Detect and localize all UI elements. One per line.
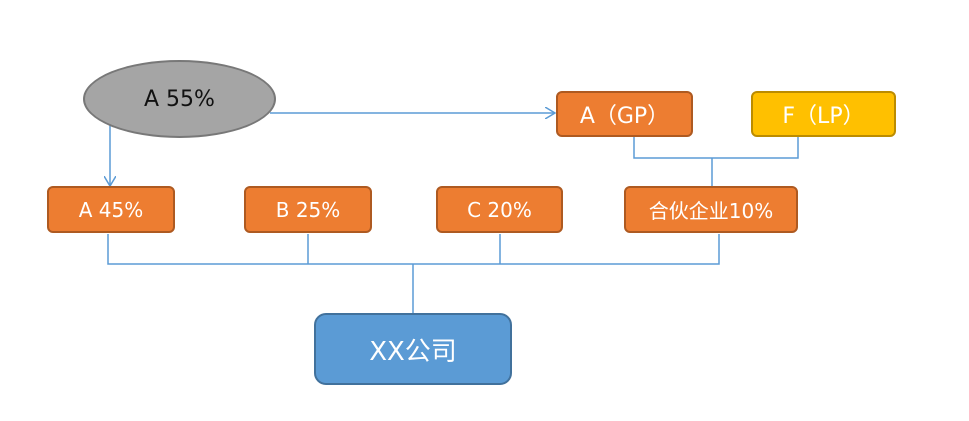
node-b-25: B 25%	[244, 186, 372, 233]
node-company: XX公司	[314, 313, 512, 385]
connector-gp-lp	[633, 136, 799, 186]
node-f-lp: F（LP）	[751, 91, 896, 137]
connector-shareholders	[107, 234, 720, 314]
node-a-gp: A（GP）	[556, 91, 693, 137]
node-partnership-10: 合伙企业10%	[624, 186, 798, 233]
node-a-55: A 55%	[83, 60, 276, 138]
node-c-20: C 20%	[436, 186, 563, 233]
node-a-45: A 45%	[47, 186, 175, 233]
